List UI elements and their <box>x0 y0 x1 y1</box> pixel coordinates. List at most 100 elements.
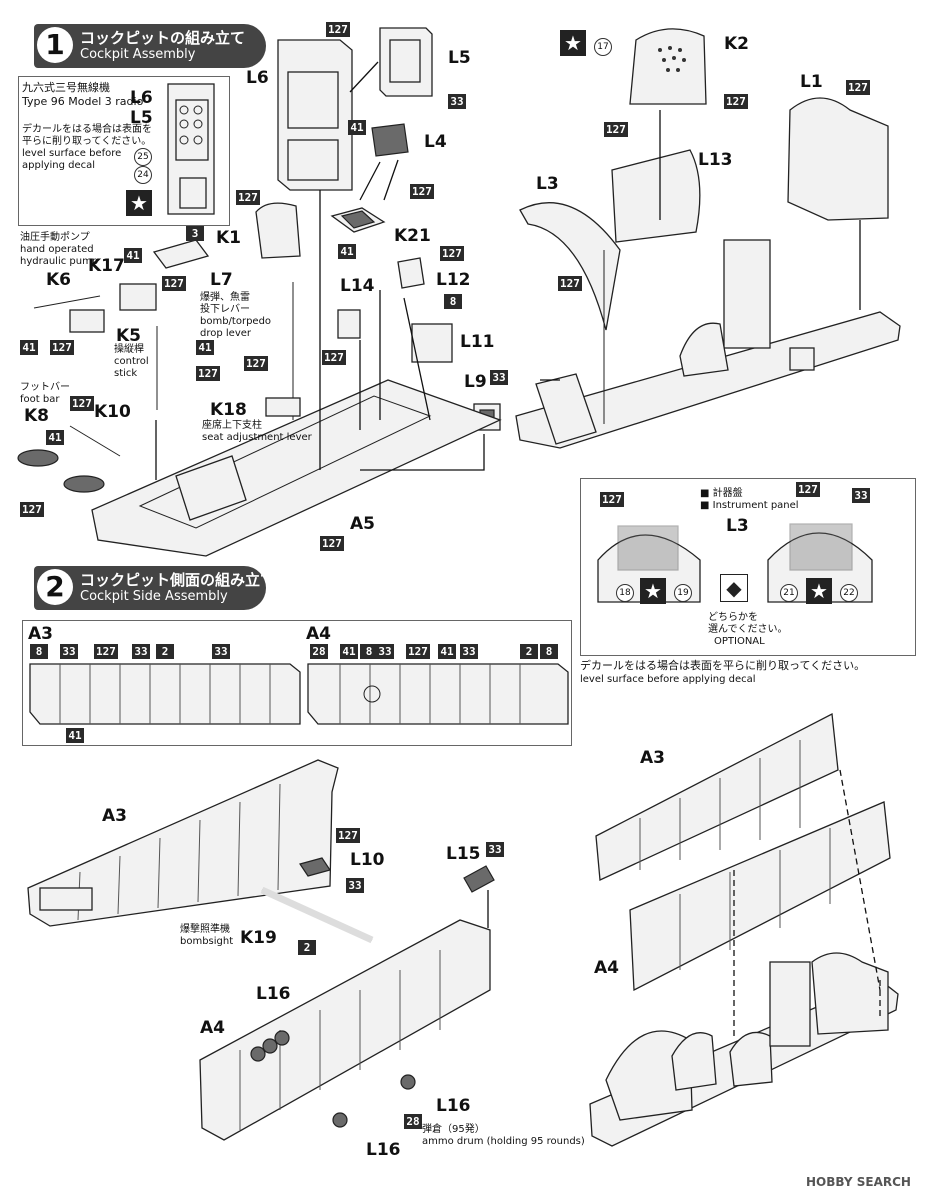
radio-note-jp2: 平らに削り取ってください。 <box>22 136 152 147</box>
part-k10: K10 <box>94 402 131 422</box>
color-code: 41 <box>340 644 358 659</box>
stick-label-en1: control <box>114 356 149 367</box>
color-code: 33 <box>448 94 466 109</box>
color-code: 8 <box>30 644 48 659</box>
radio-note-en1: level surface before <box>22 148 122 159</box>
part-l15: L15 <box>446 844 481 864</box>
color-code: 3 <box>186 226 204 241</box>
part-k2: K2 <box>724 34 750 54</box>
color-code: 127 <box>244 356 268 371</box>
color-code: 127 <box>236 190 260 205</box>
radio-title-en: Type 96 Model 3 radio <box>22 95 144 108</box>
part-l4: L4 <box>424 132 447 152</box>
part-k21: K21 <box>394 226 431 246</box>
part-a4: A4 <box>200 1018 225 1038</box>
decal-21: 21 <box>780 584 798 602</box>
color-code: 127 <box>846 80 870 95</box>
lever-label-en2: drop lever <box>200 328 251 339</box>
step-number: 2 <box>37 569 73 605</box>
color-code: 127 <box>326 22 350 37</box>
color-code: 127 <box>20 502 44 517</box>
color-code: 2 <box>520 644 538 659</box>
radio-note-en2: applying decal <box>22 160 96 171</box>
side-views-box <box>22 620 572 746</box>
color-code: 33 <box>60 644 78 659</box>
color-code: 8 <box>360 644 378 659</box>
radio-part-l5: L5 <box>130 108 153 128</box>
color-code: 33 <box>460 644 478 659</box>
part-l3: L3 <box>536 174 559 194</box>
part-l14: L14 <box>340 276 375 296</box>
seat-label-en: seat adjustment lever <box>202 432 312 443</box>
part-l16-right: L16 <box>436 1096 471 1116</box>
part-a4-side: A4 <box>306 624 331 644</box>
color-code: 8 <box>540 644 558 659</box>
part-l5: L5 <box>448 48 471 68</box>
part-a3-final: A3 <box>640 748 665 768</box>
bombsight-label-jp: 爆撃照準機 <box>180 924 230 935</box>
watermark-text: HOBBY SEARCH <box>806 1175 911 1189</box>
color-code: 127 <box>558 276 582 291</box>
part-l10: L10 <box>350 850 385 870</box>
optional-jp1: どちらかを <box>708 612 758 623</box>
part-l3-panel: L3 <box>726 516 749 536</box>
color-code: 28 <box>310 644 328 659</box>
color-code: 33 <box>490 370 508 385</box>
ammo-label-en: ammo drum (holding 95 rounds) <box>422 1136 585 1147</box>
color-code: 2 <box>156 644 174 659</box>
part-l1: L1 <box>800 72 823 92</box>
color-code: 127 <box>70 396 94 411</box>
diamond-icon: ◆ <box>720 574 748 602</box>
part-l6: L6 <box>246 68 269 88</box>
color-code: 127 <box>440 246 464 261</box>
part-k18: K18 <box>210 400 247 420</box>
pump-label-en1: hand operated <box>20 244 94 255</box>
color-code: 41 <box>124 248 142 263</box>
ammo-label-jp: 弾倉（95発） <box>422 1124 485 1135</box>
color-code: 33 <box>132 644 150 659</box>
color-code: 41 <box>348 120 366 135</box>
lever-label-en1: bomb/torpedo <box>200 316 272 327</box>
color-code: 41 <box>66 728 84 743</box>
color-code: 33 <box>346 878 364 893</box>
foot-label-en: foot bar <box>20 394 60 405</box>
color-code: 127 <box>94 644 118 659</box>
part-k8: K8 <box>24 406 50 426</box>
part-k1: K1 <box>216 228 242 248</box>
part-l13: L13 <box>698 150 733 170</box>
decal-24: 24 <box>134 166 152 184</box>
part-l16-top: L16 <box>256 984 291 1004</box>
part-a3: A3 <box>102 806 127 826</box>
radio-inset-box <box>18 76 230 226</box>
star-icon: ★ <box>126 190 152 216</box>
star-icon: ★ <box>806 578 832 604</box>
decal-25: 25 <box>134 148 152 166</box>
color-code: 33 <box>852 488 870 503</box>
star-icon: ★ <box>560 30 586 56</box>
part-k19: K19 <box>240 928 277 948</box>
stick-label-en2: stick <box>114 368 138 379</box>
part-a5: A5 <box>350 514 375 534</box>
color-code: 41 <box>46 430 64 445</box>
decal-19: 19 <box>674 584 692 602</box>
color-code: 33 <box>376 644 394 659</box>
step-title-en: Cockpit Side Assembly <box>80 589 228 604</box>
part-k17: K17 <box>88 256 125 276</box>
color-code: 33 <box>212 644 230 659</box>
pump-label-jp: 油圧手動ポンプ <box>20 232 90 243</box>
panel-label-en: ■ Instrument panel <box>700 500 799 511</box>
color-code: 2 <box>298 940 316 955</box>
color-code: 127 <box>410 184 434 199</box>
part-l16-bottom: L16 <box>366 1140 401 1160</box>
step-number: 1 <box>37 27 73 63</box>
part-l9: L9 <box>464 372 487 392</box>
color-code: 8 <box>444 294 462 309</box>
optional-en: OPTIONAL <box>714 636 765 647</box>
color-code: 127 <box>196 366 220 381</box>
color-code: 127 <box>50 340 74 355</box>
panel-label-jp: ■ 計器盤 <box>700 488 743 499</box>
color-code: 33 <box>486 842 504 857</box>
color-code: 127 <box>796 482 820 497</box>
color-code: 127 <box>162 276 186 291</box>
